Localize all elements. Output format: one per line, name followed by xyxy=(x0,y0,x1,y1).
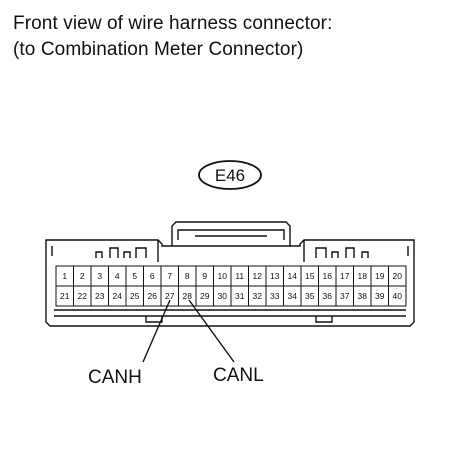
pin-number: 13 xyxy=(270,271,280,281)
code-ellipse xyxy=(198,160,262,190)
pin-number: 35 xyxy=(305,291,315,301)
pin-number: 18 xyxy=(358,271,368,281)
pin-number: 12 xyxy=(253,271,263,281)
pin-number: 6 xyxy=(150,271,155,281)
left-notches xyxy=(95,247,147,258)
pin-number: 16 xyxy=(323,271,333,281)
pin-number: 27 xyxy=(165,291,175,301)
title-line-1: Front view of wire harness connector: xyxy=(13,13,333,34)
pin-number: 39 xyxy=(375,291,385,301)
pin-number: 37 xyxy=(340,291,350,301)
pin-number: 36 xyxy=(323,291,333,301)
pin-number: 17 xyxy=(340,271,350,281)
pin-number: 10 xyxy=(218,271,228,281)
connector-code: E46 xyxy=(215,166,245,185)
pin-number: 25 xyxy=(130,291,140,301)
bottom-rails xyxy=(54,309,406,317)
pin-number: 2 xyxy=(80,271,85,281)
signal-label-canl: CANL xyxy=(213,365,264,386)
pin-number: 40 xyxy=(393,291,403,301)
connector-code-badge: E46 xyxy=(198,160,262,190)
pin-number: 5 xyxy=(132,271,137,281)
pin-number: 11 xyxy=(235,271,244,281)
canl-leader xyxy=(188,299,235,363)
bottom-keys xyxy=(145,316,333,323)
pin-number: 9 xyxy=(202,271,207,281)
canh-leader xyxy=(142,299,171,363)
leader-lines xyxy=(142,299,235,363)
pin-number: 21 xyxy=(60,291,70,301)
partition-lines xyxy=(157,240,305,262)
pin-number: 3 xyxy=(97,271,102,281)
top-latch-inner xyxy=(177,229,285,240)
pin-number: 4 xyxy=(115,271,120,281)
pin-cell xyxy=(388,285,407,307)
pin-number: 30 xyxy=(218,291,228,301)
outer-housing xyxy=(45,239,415,327)
inner-walls xyxy=(51,246,409,256)
signal-label-canh: CANH xyxy=(88,367,142,388)
pin-number: 31 xyxy=(235,291,245,301)
connector-body xyxy=(45,221,415,327)
title-line-2: (to Combination Meter Connector) xyxy=(13,39,304,60)
pin-number: 8 xyxy=(185,271,190,281)
pin-number: 29 xyxy=(200,291,210,301)
top-latch xyxy=(171,221,291,246)
pin-number: 24 xyxy=(113,291,123,301)
pin-number: 26 xyxy=(148,291,158,301)
pin-number: 32 xyxy=(253,291,263,301)
pin-number: 15 xyxy=(305,271,315,281)
pin-number: 7 xyxy=(167,271,172,281)
right-notches xyxy=(315,247,369,258)
pin-number: 33 xyxy=(270,291,280,301)
pin-number: 20 xyxy=(393,271,403,281)
pin-number: 19 xyxy=(375,271,385,281)
pin-number: 1 xyxy=(62,271,67,281)
pin-number: 14 xyxy=(288,271,298,281)
pin-number: 34 xyxy=(288,291,298,301)
pin-number: 23 xyxy=(95,291,105,301)
pin-number: 28 xyxy=(183,291,193,301)
pin-number: 22 xyxy=(78,291,88,301)
pin-number: 38 xyxy=(358,291,368,301)
